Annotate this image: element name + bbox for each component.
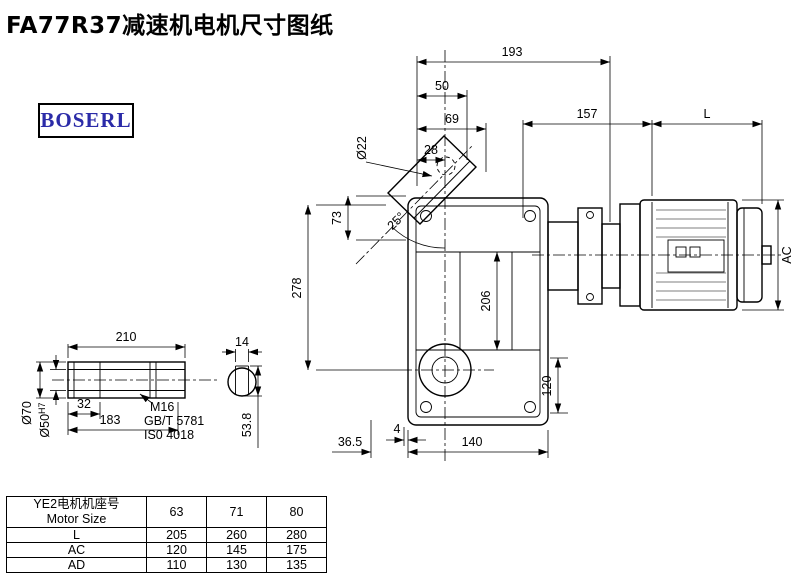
dim-140-label: 140 <box>462 435 483 449</box>
dim-dia22-label: Ø22 <box>355 136 369 160</box>
cell-value: 205 <box>146 527 207 543</box>
dim-69-label: 69 <box>445 112 459 126</box>
dim-32: 32 <box>67 397 101 435</box>
dia50-tolerance: H7 <box>37 402 47 414</box>
cell-value: 175 <box>266 542 327 558</box>
motor-shaft-stub <box>761 245 772 265</box>
output-shaft-bore <box>418 343 472 397</box>
thread-label: M16 <box>150 400 174 414</box>
row-label: AC <box>6 542 147 558</box>
dim-hole-dia22: Ø22 <box>355 136 433 178</box>
dim-28-label: 28 <box>424 143 438 157</box>
dim-angle-label: 25° <box>385 210 408 233</box>
cell-value: 120 <box>146 542 207 558</box>
table-row-AD: AD 110 130 135 <box>6 557 327 573</box>
table-row-L: L 205 260 280 <box>6 527 327 543</box>
row-label: L <box>6 527 147 543</box>
cell-value: 145 <box>206 542 267 558</box>
dim-AC: AC <box>742 199 794 311</box>
size-col-63: 63 <box>146 496 207 528</box>
dim-50-label: 50 <box>435 79 449 93</box>
cell-value: 260 <box>206 527 267 543</box>
size-col-80: 80 <box>266 496 327 528</box>
dim-73-label: 73 <box>330 211 344 225</box>
dim-dia70: Ø70 <box>20 361 66 425</box>
dim-53-8-label: 53.8 <box>240 413 254 437</box>
dim-50: 50 <box>417 79 468 160</box>
dim-157-label: 157 <box>577 107 598 121</box>
dim-dia50-label: Ø50H7 <box>37 402 52 437</box>
dim-206: 206 <box>479 252 501 350</box>
thread-standard-1: GB/T 5781 <box>144 414 204 428</box>
dim-53-8: 53.8 <box>240 365 262 448</box>
motor-adapter <box>547 203 641 307</box>
dim-120-label: 120 <box>540 376 554 397</box>
dim-angle-25: 25° <box>385 210 446 249</box>
dim-210: 210 <box>67 330 186 358</box>
dim-4-label: 4 <box>394 422 401 436</box>
thread-standard-2: IS0 4018 <box>144 428 194 442</box>
gearbox-housing <box>407 197 549 426</box>
dim-120: 120 <box>540 357 568 414</box>
dia50-value: Ø50 <box>38 414 52 438</box>
header-cn: YE2电机机座号 <box>33 497 120 511</box>
shaft-end-section <box>227 365 257 397</box>
cell-value: 280 <box>266 527 327 543</box>
table-header-row: YE2电机机座号 Motor Size 63 71 80 <box>6 496 327 528</box>
row-label: AD <box>6 557 147 573</box>
dim-32-label: 32 <box>77 397 91 411</box>
dim-36-5-label: 36.5 <box>338 435 362 449</box>
dim-278-label: 278 <box>290 278 304 299</box>
input-flange <box>387 135 477 225</box>
dim-dia50H7: Ø50H7 <box>37 355 66 438</box>
dim-193: 193 <box>416 45 611 222</box>
dim-4: 4 <box>386 422 426 446</box>
motor-size-table: YE2电机机座号 Motor Size 63 71 80 L 205 260 2… <box>6 496 327 573</box>
cell-value: 130 <box>206 557 267 573</box>
dim-157-L: 157 L <box>522 107 763 218</box>
dim-140: 140 <box>407 430 549 458</box>
dim-14: 14 <box>222 335 262 362</box>
dim-AC-label: AC <box>780 246 794 263</box>
motor-nameplate <box>667 239 725 273</box>
cell-value: 110 <box>146 557 207 573</box>
flange-hole <box>436 156 456 176</box>
dim-dia70-label: Ø70 <box>20 401 34 425</box>
dim-36-5: 36.5 <box>332 420 372 458</box>
table-row-AC: AC 120 145 175 <box>6 542 327 558</box>
dim-183-label: 183 <box>100 413 121 427</box>
dim-28: 28 <box>417 143 445 164</box>
cell-value: 135 <box>266 557 327 573</box>
brand-logo: BOSERL <box>38 103 134 138</box>
hollow-shaft-detail <box>67 361 186 399</box>
header-en: Motor Size <box>46 512 107 526</box>
dim-L-label: L <box>704 107 711 121</box>
dim-14-label: 14 <box>235 335 249 349</box>
dim-193-label: 193 <box>502 45 523 59</box>
dim-73: 73 <box>330 195 406 241</box>
motor <box>639 199 772 311</box>
dim-183: 183 <box>68 402 179 435</box>
page-title: FA77R37减速机电机尺寸图纸 <box>6 13 334 39</box>
dim-210-label: 210 <box>116 330 137 344</box>
dim-69: 69 <box>417 112 487 172</box>
dim-278: 278 <box>290 204 400 371</box>
dim-206-label: 206 <box>479 291 493 312</box>
thread-callout: M16 GB/T 5781 IS0 4018 <box>139 393 204 442</box>
size-col-71: 71 <box>206 496 267 528</box>
header-cell: YE2电机机座号 Motor Size <box>6 496 147 528</box>
brand-name: BOSERL <box>40 108 132 132</box>
